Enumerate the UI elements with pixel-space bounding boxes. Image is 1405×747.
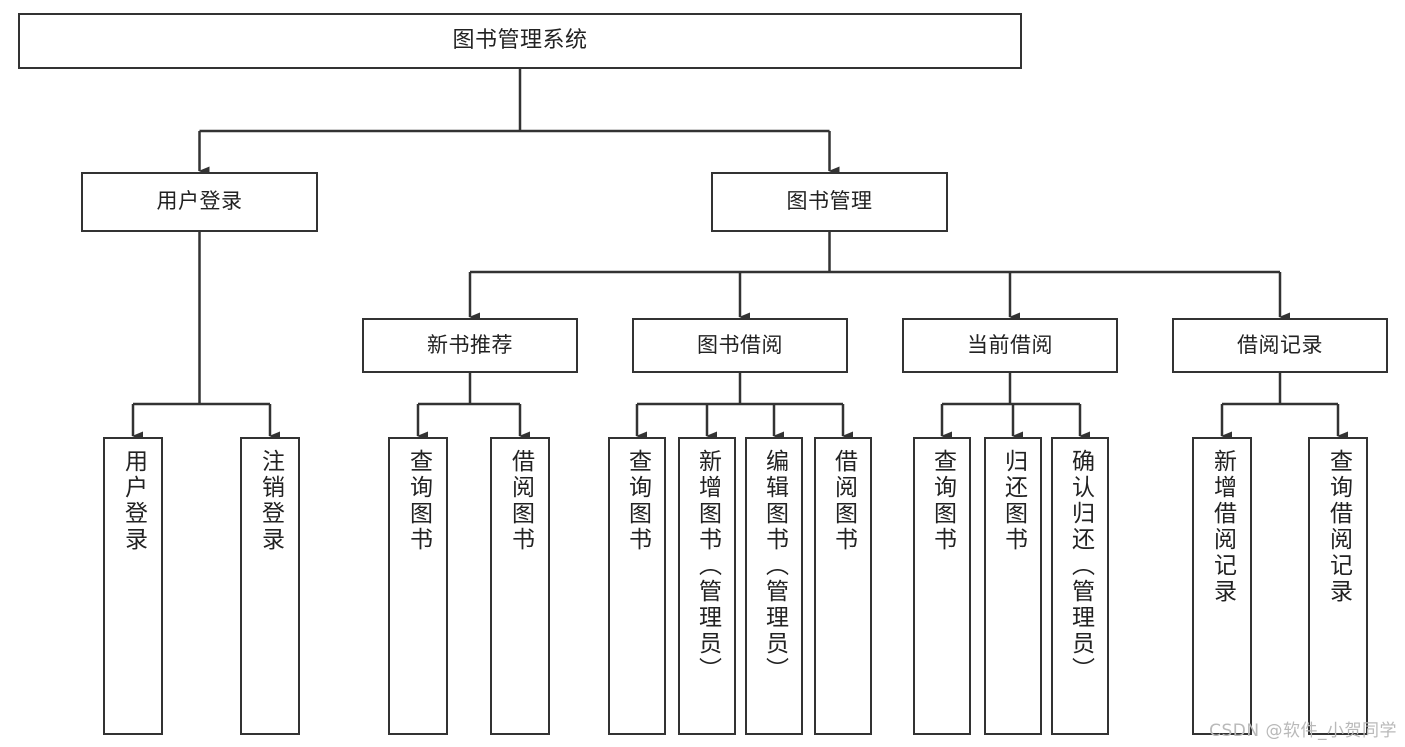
node-book-manage[interactable]: 图书管理	[711, 172, 948, 232]
node-label: 当前借阅	[967, 332, 1053, 357]
node-label: 确认归还（管理员）	[1067, 449, 1094, 683]
node-leaf-borrow-book-recommend[interactable]: 借阅图书	[490, 437, 550, 735]
node-label: 用户登录	[156, 189, 243, 214]
node-label: 注销登录	[257, 449, 284, 553]
node-label: 借阅图书	[507, 449, 534, 553]
node-label: 图书管理	[786, 189, 873, 214]
node-leaf-return-book[interactable]: 归还图书	[984, 437, 1042, 735]
node-label: 查询图书	[929, 449, 956, 553]
node-leaf-query-book-borrow[interactable]: 查询图书	[608, 437, 666, 735]
node-leaf-borrow-book[interactable]: 借阅图书	[814, 437, 872, 735]
node-label: 查询图书	[624, 449, 651, 553]
node-label: 用户登录	[120, 449, 147, 553]
node-book-borrow[interactable]: 图书借阅	[632, 318, 848, 373]
node-leaf-confirm-return[interactable]: 确认归还（管理员）	[1051, 437, 1109, 735]
node-label: 借阅记录	[1237, 332, 1323, 357]
node-label: 查询图书	[405, 449, 432, 553]
node-leaf-query-borrow-record[interactable]: 查询借阅记录	[1308, 437, 1368, 735]
node-leaf-user-logout[interactable]: 注销登录	[240, 437, 300, 735]
node-leaf-query-book-recommend[interactable]: 查询图书	[388, 437, 448, 735]
node-label: 编辑图书（管理员）	[761, 449, 788, 683]
node-label: 新增借阅记录	[1209, 449, 1236, 605]
node-leaf-query-book-current[interactable]: 查询图书	[913, 437, 971, 735]
node-label: 图书管理系统	[452, 27, 588, 53]
node-label: 借阅图书	[830, 449, 857, 553]
node-borrow-record[interactable]: 借阅记录	[1172, 318, 1388, 373]
node-leaf-add-book[interactable]: 新增图书（管理员）	[678, 437, 736, 735]
node-root[interactable]: 图书管理系统	[18, 13, 1022, 69]
node-label: 归还图书	[1000, 449, 1027, 553]
node-label: 查询借阅记录	[1325, 449, 1352, 605]
node-label: 新增图书（管理员）	[694, 449, 721, 683]
node-leaf-add-borrow-record[interactable]: 新增借阅记录	[1192, 437, 1252, 735]
node-new-book-recommend[interactable]: 新书推荐	[362, 318, 578, 373]
node-user-login[interactable]: 用户登录	[81, 172, 318, 232]
node-label: 新书推荐	[427, 332, 513, 357]
node-current-borrow[interactable]: 当前借阅	[902, 318, 1118, 373]
node-leaf-user-login[interactable]: 用户登录	[103, 437, 163, 735]
node-label: 图书借阅	[697, 332, 783, 357]
node-leaf-edit-book[interactable]: 编辑图书（管理员）	[745, 437, 803, 735]
